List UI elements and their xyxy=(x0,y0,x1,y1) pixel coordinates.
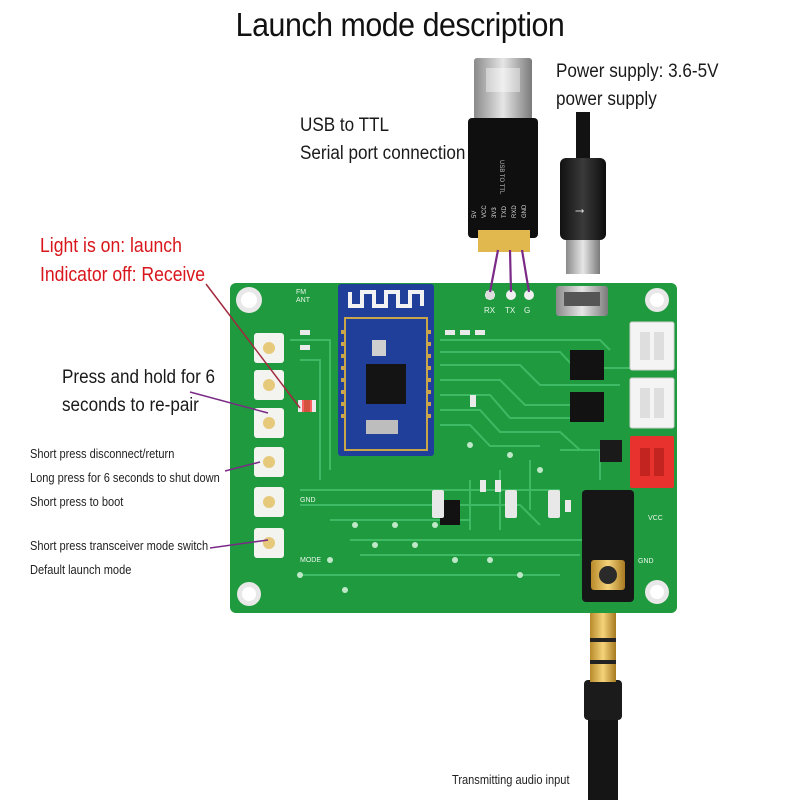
power-supply-sublabel: power supply xyxy=(556,89,657,110)
audio-input-label: Transmitting audio input xyxy=(452,772,570,787)
silk-tx: TX xyxy=(505,306,516,315)
callout-lines xyxy=(205,283,301,409)
micro-usb-cable: ⭢ xyxy=(560,112,606,274)
svg-text:⭢: ⭢ xyxy=(575,203,585,217)
bluetooth-module xyxy=(338,284,434,456)
svg-text:USB TO TTL: USB TO TTL xyxy=(498,160,504,195)
indicator-receive-label: Indicator off: Receive xyxy=(40,264,206,286)
silk-g: G xyxy=(524,306,530,315)
serial-wires xyxy=(488,249,531,293)
disconnect-label: Short press disconnect/return xyxy=(30,446,175,461)
default-mode-label: Default launch mode xyxy=(30,562,132,577)
pin-label: TXD xyxy=(502,205,508,218)
pin-label: GND xyxy=(522,204,528,218)
audio-cable xyxy=(584,598,622,800)
mode-switch-label: Short press transceiver mode switch xyxy=(30,538,209,553)
shutdown-label: Long press for 6 seconds to shut down xyxy=(30,470,220,485)
indicator-launch-label: Light is on: launch xyxy=(40,235,182,257)
tact-buttons xyxy=(254,333,284,558)
repair-label: Press and hold for 6 xyxy=(62,367,216,388)
pin-label: 3V3 xyxy=(492,207,498,218)
silk-mode: MODE xyxy=(300,557,321,564)
serial-port-label: Serial port connection xyxy=(300,143,466,164)
usb-ttl-label: USB to TTL xyxy=(300,115,390,136)
audio-jack xyxy=(582,490,634,602)
pin-label: 5V xyxy=(472,211,478,218)
power-supply-label: Power supply: 3.6-5V xyxy=(556,61,719,82)
pin-label: VCC xyxy=(482,205,488,218)
page-title: Launch mode description xyxy=(235,6,565,43)
usb-ttl-module: USB TO TTL 5V VCC 3V3 TXD RXD GND xyxy=(468,58,538,252)
silk-fm: FM xyxy=(296,289,306,296)
silk-gnd: GND xyxy=(638,558,654,565)
silk-rx: RX xyxy=(484,306,496,315)
repair-sublabel: seconds to re-pair xyxy=(62,395,199,416)
boot-label: Short press to boot xyxy=(30,494,124,509)
silk-ant: ANT xyxy=(296,297,311,304)
silk-vcc: VCC xyxy=(648,515,663,522)
jst-connectors xyxy=(629,321,675,488)
silk-gnd-left: GND xyxy=(300,497,316,504)
pin-label: RXD xyxy=(512,205,518,218)
pcb-board: FM ANT RX TX G VCC GND GND MODE xyxy=(230,283,677,613)
